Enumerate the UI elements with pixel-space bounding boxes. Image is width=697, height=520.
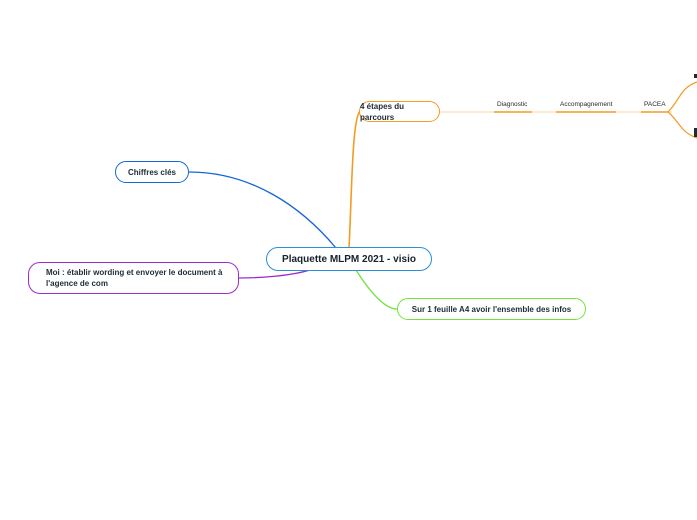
root-node[interactable]: Plaquette MLPM 2021 - visio <box>266 247 432 271</box>
link-pacea-down <box>667 111 697 139</box>
link-pacea-up <box>667 81 697 113</box>
leaf-pacea[interactable]: PACEA <box>644 101 666 108</box>
node-chiffres-cles[interactable]: Chiffres clés <box>115 161 189 183</box>
link-chiffres <box>188 171 337 249</box>
leaf-accompagnement[interactable]: Accompagnement <box>560 101 613 108</box>
node-moi-wording[interactable]: Moi : établir wording et envoyer le docu… <box>28 262 239 294</box>
offscreen-node-bottom <box>694 128 697 137</box>
link-moi <box>238 269 311 279</box>
offscreen-node-top <box>694 74 697 78</box>
node-4-etapes[interactable]: 4 étapes du parcours <box>359 101 440 122</box>
node-feuille-a4[interactable]: Sur 1 feuille A4 avoir l'ensemble des in… <box>397 298 586 320</box>
leaf-diagnostic[interactable]: Diagnostic <box>497 101 528 108</box>
link-etapes <box>348 110 361 249</box>
link-feuille <box>355 269 398 310</box>
